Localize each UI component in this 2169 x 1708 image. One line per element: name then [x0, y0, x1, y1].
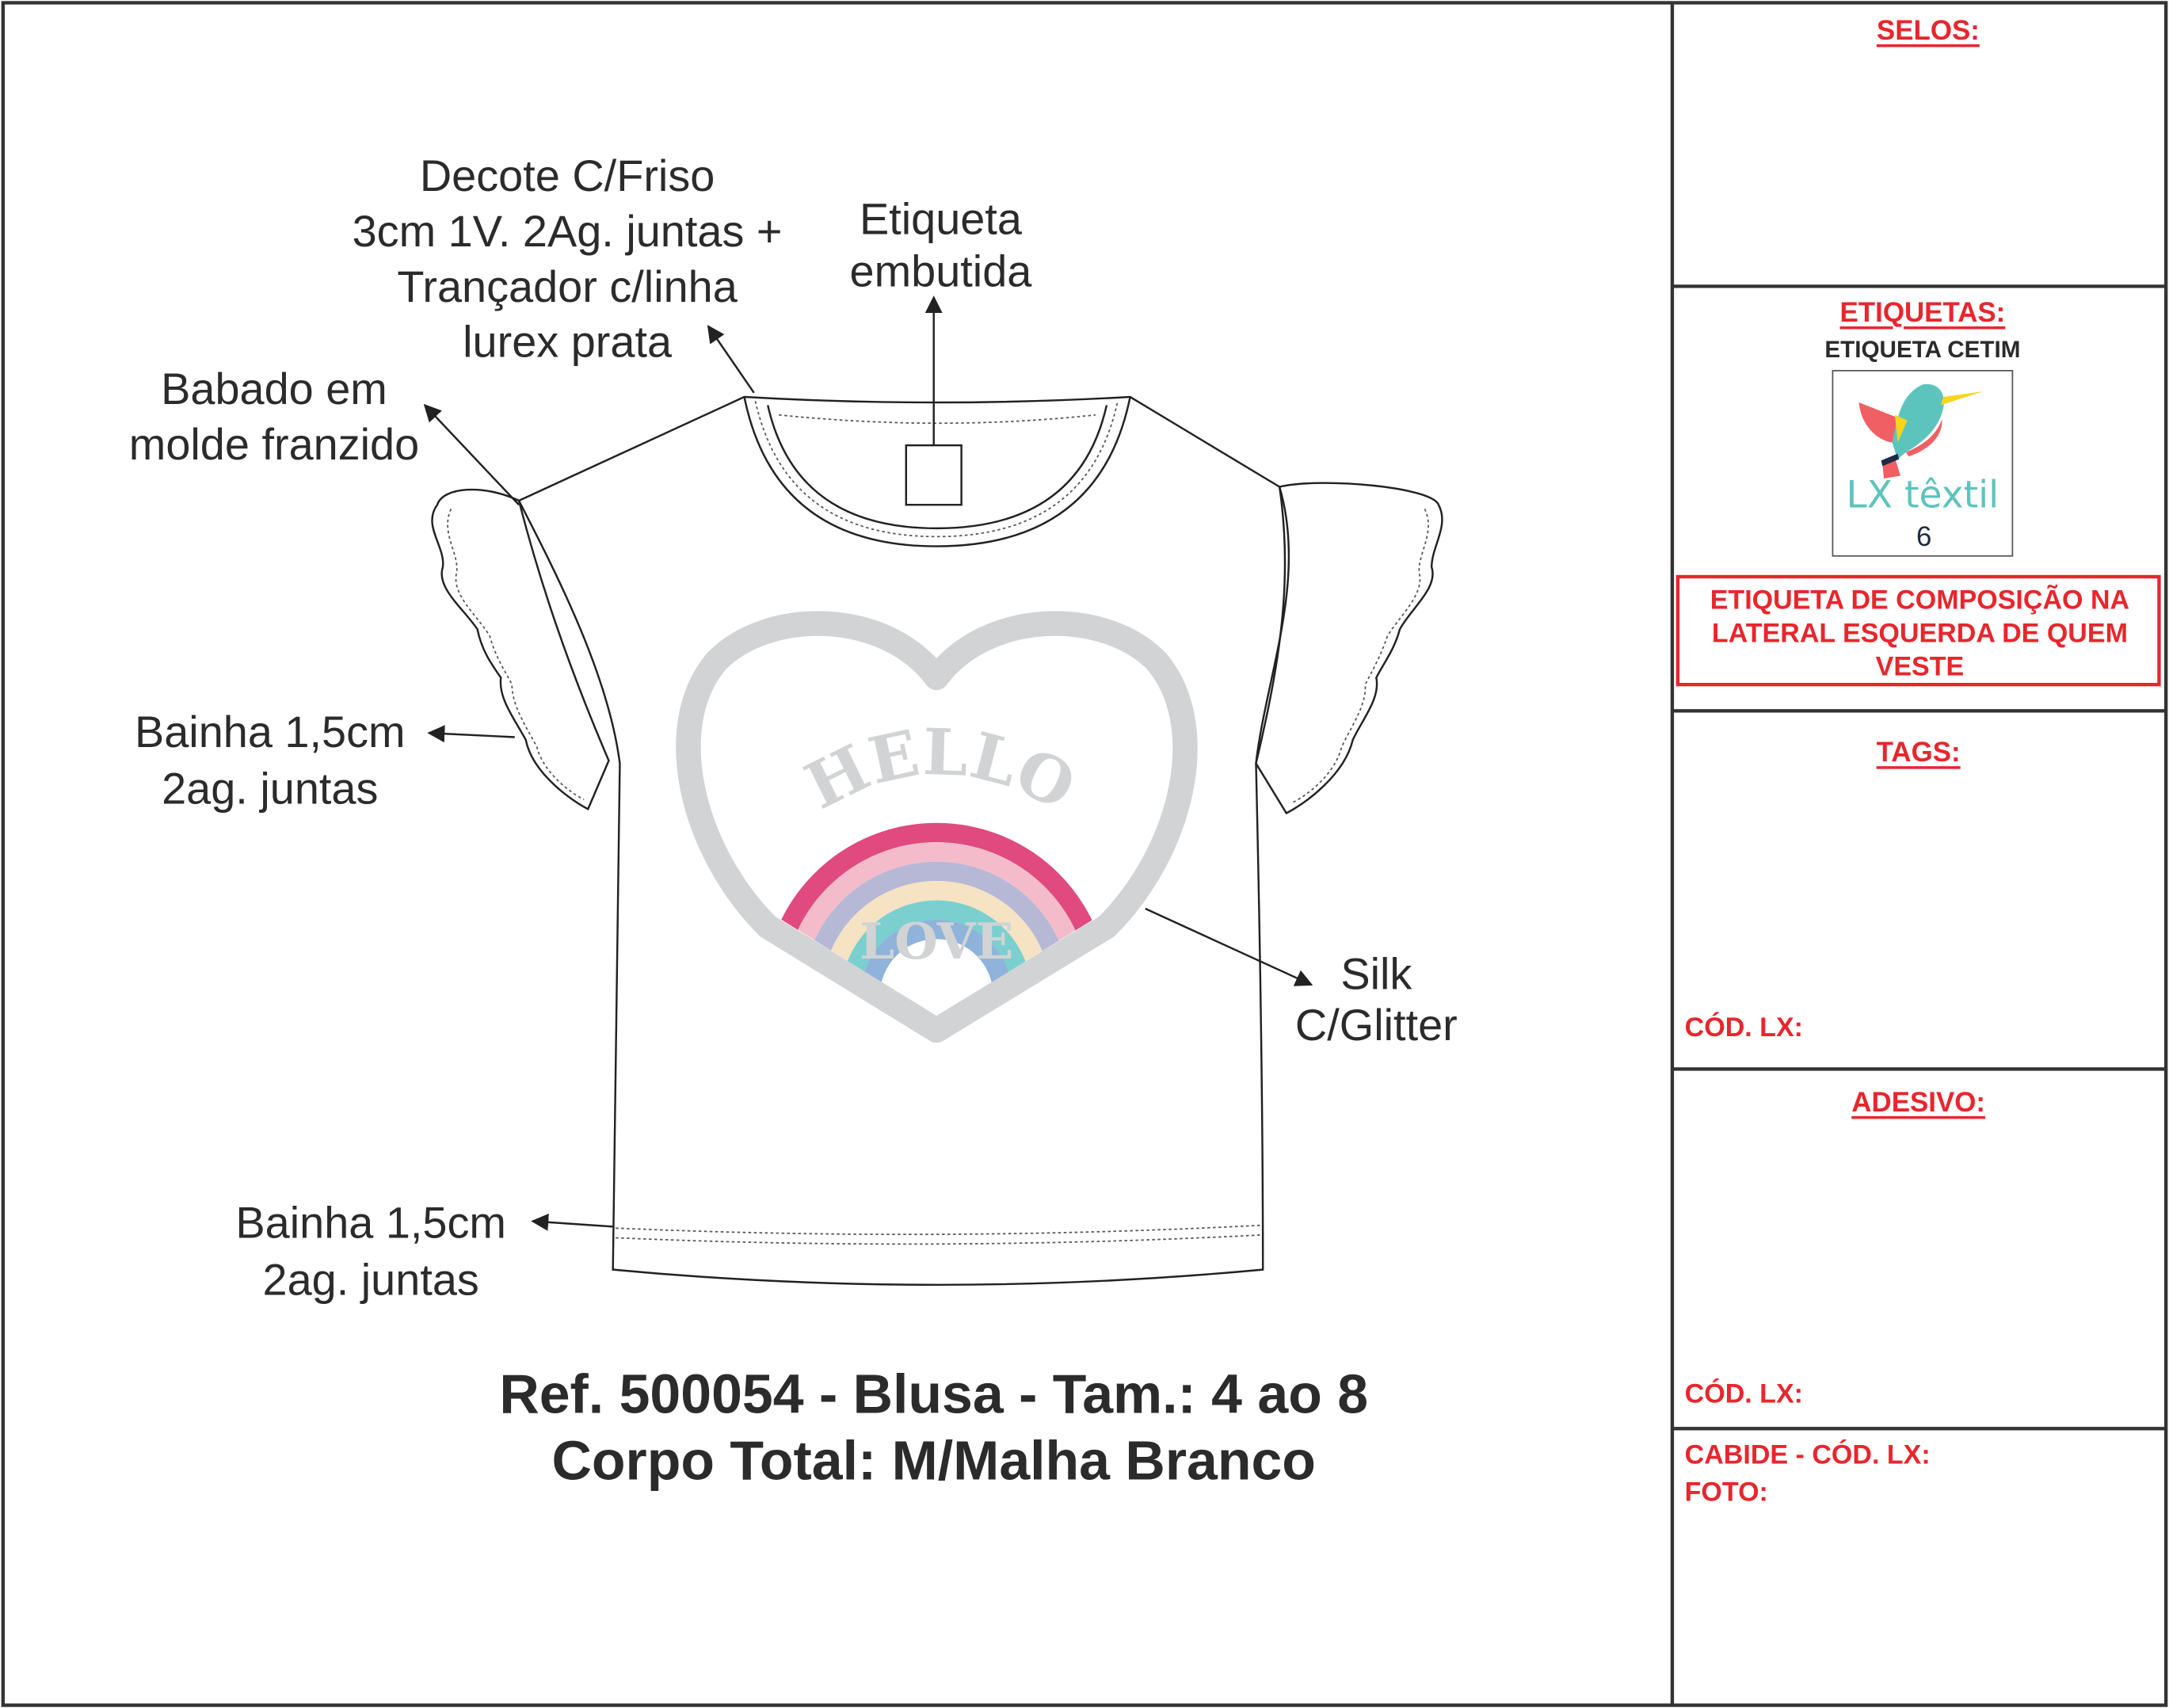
- composition-notice: ETIQUETA DE COMPOSIÇÃO NA LATERAL ESQUER…: [1710, 585, 2129, 682]
- print-word-love: LOVE: [860, 912, 1013, 970]
- annotation-text: Bainha 1,5cm: [135, 707, 406, 757]
- annotation-text: Etiqueta: [860, 193, 1023, 243]
- product-reference: Ref. 500054 - Blusa - Tam.: 4 ao 8: [499, 1363, 1368, 1425]
- annotation-text: 2ag. juntas: [263, 1254, 479, 1304]
- callout-arrows: [423, 295, 1313, 1231]
- selos-heading: SELOS:: [1877, 15, 1980, 46]
- etiqueta-cetim-label: ETIQUETA CETIM: [1824, 337, 2020, 363]
- annotation-ruffle: Babado em molde franzido: [129, 364, 419, 469]
- adesivo-heading: ADESIVO:: [1851, 1087, 1985, 1118]
- notice-line: ETIQUETA DE COMPOSIÇÃO NA: [1710, 585, 2129, 616]
- annotation-text: Silk: [1340, 949, 1412, 999]
- right-ruffle-sleeve: [1255, 482, 1443, 815]
- tags-heading: TAGS:: [1877, 737, 1961, 768]
- hummingbird-icon: [1858, 383, 1984, 479]
- annotation-text: 2ag. juntas: [162, 764, 378, 814]
- annotation-text: Bainha 1,5cm: [235, 1198, 506, 1248]
- annotation-bottom-hem: Bainha 1,5cm 2ag. juntas: [235, 1198, 506, 1305]
- logo-wordmark: LX têxtil: [1847, 473, 1999, 517]
- neckline-outer: [743, 396, 1131, 547]
- annotation-silk: Silk C/Glitter: [1295, 949, 1458, 1050]
- annotation-text: Trançador c/linha: [397, 261, 738, 311]
- label-size: 6: [1916, 521, 1931, 552]
- cabide-code-label: CABIDE - CÓD. LX:: [1685, 1440, 1931, 1470]
- left-ruffle-sleeve: [431, 488, 610, 810]
- shirt-body: [517, 395, 1290, 1287]
- annotation-text: molde franzido: [129, 419, 419, 469]
- notice-line: LATERAL ESQUERDA DE QUEM: [1712, 619, 2128, 649]
- annotation-text: C/Glitter: [1295, 1000, 1458, 1050]
- heart-outline: [676, 611, 1198, 1043]
- panel-section-dividers: [1672, 284, 2167, 1431]
- adesivo-code-label: CÓD. LX:: [1685, 1379, 1803, 1409]
- foto-label: FOTO:: [1685, 1477, 1768, 1508]
- tags-code-label: CÓD. LX:: [1685, 1012, 1803, 1043]
- composition-notice-box: [1675, 574, 2161, 687]
- annotation-label: Etiqueta embutida: [850, 193, 1033, 295]
- annotation-text: Babado em: [161, 364, 387, 414]
- annotation-text: lurex prata: [463, 317, 673, 367]
- annotation-sleeve-hem: Bainha 1,5cm 2ag. juntas: [135, 707, 406, 814]
- annotation-text: embutida: [850, 246, 1033, 296]
- annotation-text: Decote C/Friso: [420, 151, 715, 200]
- product-fabric: Corpo Total: M/Malha Branco: [551, 1430, 1315, 1492]
- annotation-text: 3cm 1V. 2Ag. juntas +: [353, 206, 783, 256]
- notice-line: VESTE: [1876, 651, 1965, 681]
- etiquetas-heading: ETIQUETAS:: [1840, 297, 2006, 328]
- lx-textil-label-logo: LX têxtil 6: [1832, 369, 2014, 557]
- annotation-neckline: Decote C/Friso 3cm 1V. 2Ag. juntas + Tra…: [353, 151, 783, 366]
- neckline-inner: [767, 405, 1108, 530]
